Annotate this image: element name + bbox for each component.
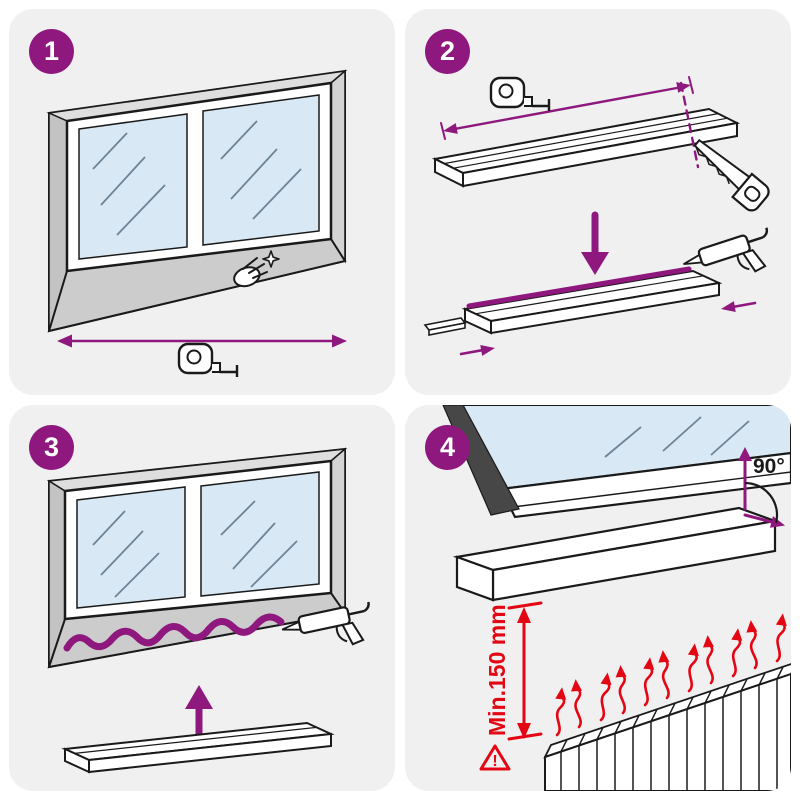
step-panel-4: 4: [405, 405, 791, 791]
caulking-gun-icon: [281, 601, 370, 646]
radiator: [543, 663, 791, 791]
sill-board-full: [431, 107, 741, 188]
warning-triangle-icon: !: [479, 744, 511, 771]
length-measurement-arrow: [440, 76, 694, 140]
angle-90-label: 90°: [753, 455, 785, 478]
radiator-front: [544, 672, 791, 791]
step-panel-1: 1: [9, 9, 395, 395]
gun-trigger: [736, 254, 750, 271]
snap-sparkle-icon: [262, 250, 280, 268]
step-number-badge-3: 3: [29, 425, 74, 470]
step2-illustration: [423, 76, 770, 356]
step-panel-3: 3: [9, 405, 395, 791]
step-number: 1: [43, 36, 60, 66]
tape-measure-icon: [489, 76, 551, 111]
adhesive-squiggle: [63, 613, 285, 652]
step-number: 4: [439, 432, 456, 462]
sill-board: [452, 506, 780, 602]
step3-illustration: [46, 447, 370, 774]
reveal-right: [330, 447, 346, 616]
glass-pane-left: [76, 486, 186, 609]
cut-line: [679, 81, 700, 169]
radiator-fins: [560, 666, 784, 791]
min-distance-label: Min.150 mm: [484, 604, 510, 736]
move-up-arrow: [185, 685, 213, 743]
step-number: 3: [43, 432, 60, 462]
warning-mark: !: [492, 753, 497, 770]
step-number-badge-2: 2: [425, 29, 470, 74]
step-panel-2: 2: [405, 9, 791, 395]
min-distance-dimension: Min.150 mm: [484, 601, 543, 741]
step-number-badge-1: 1: [29, 29, 74, 74]
gun-grip: [741, 248, 767, 273]
slide-right-arrow: [459, 345, 495, 356]
step-number: 2: [439, 36, 456, 66]
saw-teeth: [695, 146, 730, 185]
angle-arc: [744, 481, 779, 524]
end-cap-strip: [423, 317, 467, 336]
step4-illustration: 90° Min.150 mm: [442, 405, 791, 791]
slide-left-arrow: [721, 301, 757, 312]
caulking-gun-icon: [683, 227, 769, 273]
saw-icon: [693, 138, 770, 212]
saw-handle: [731, 172, 770, 212]
glass-reflections: [92, 120, 302, 236]
sill-board-cut: [461, 269, 723, 335]
window-illustration: [46, 69, 348, 333]
glass-pane-left: [78, 113, 188, 260]
sill-board: [61, 721, 335, 774]
glass-reflections: [604, 416, 750, 458]
step1-illustration: [46, 69, 348, 377]
move-down-arrow: [581, 211, 609, 275]
gun-grip: [341, 621, 365, 646]
glass-pane-right: [200, 471, 320, 597]
step-number-badge-4: 4: [425, 425, 470, 470]
gun-trigger: [335, 626, 348, 643]
hand-fingers: [242, 257, 268, 279]
width-measurement-arrow: [57, 334, 347, 348]
tape-measure-icon: [177, 342, 239, 377]
window-illustration: [46, 447, 348, 669]
right-angle-indicator: 90°: [738, 447, 785, 528]
glass-pane-right: [202, 94, 320, 246]
glass-reflections: [92, 500, 298, 598]
adhesive-bead: [466, 266, 692, 309]
hand-snap-icon: [233, 250, 280, 288]
reveal-right: [330, 69, 346, 264]
